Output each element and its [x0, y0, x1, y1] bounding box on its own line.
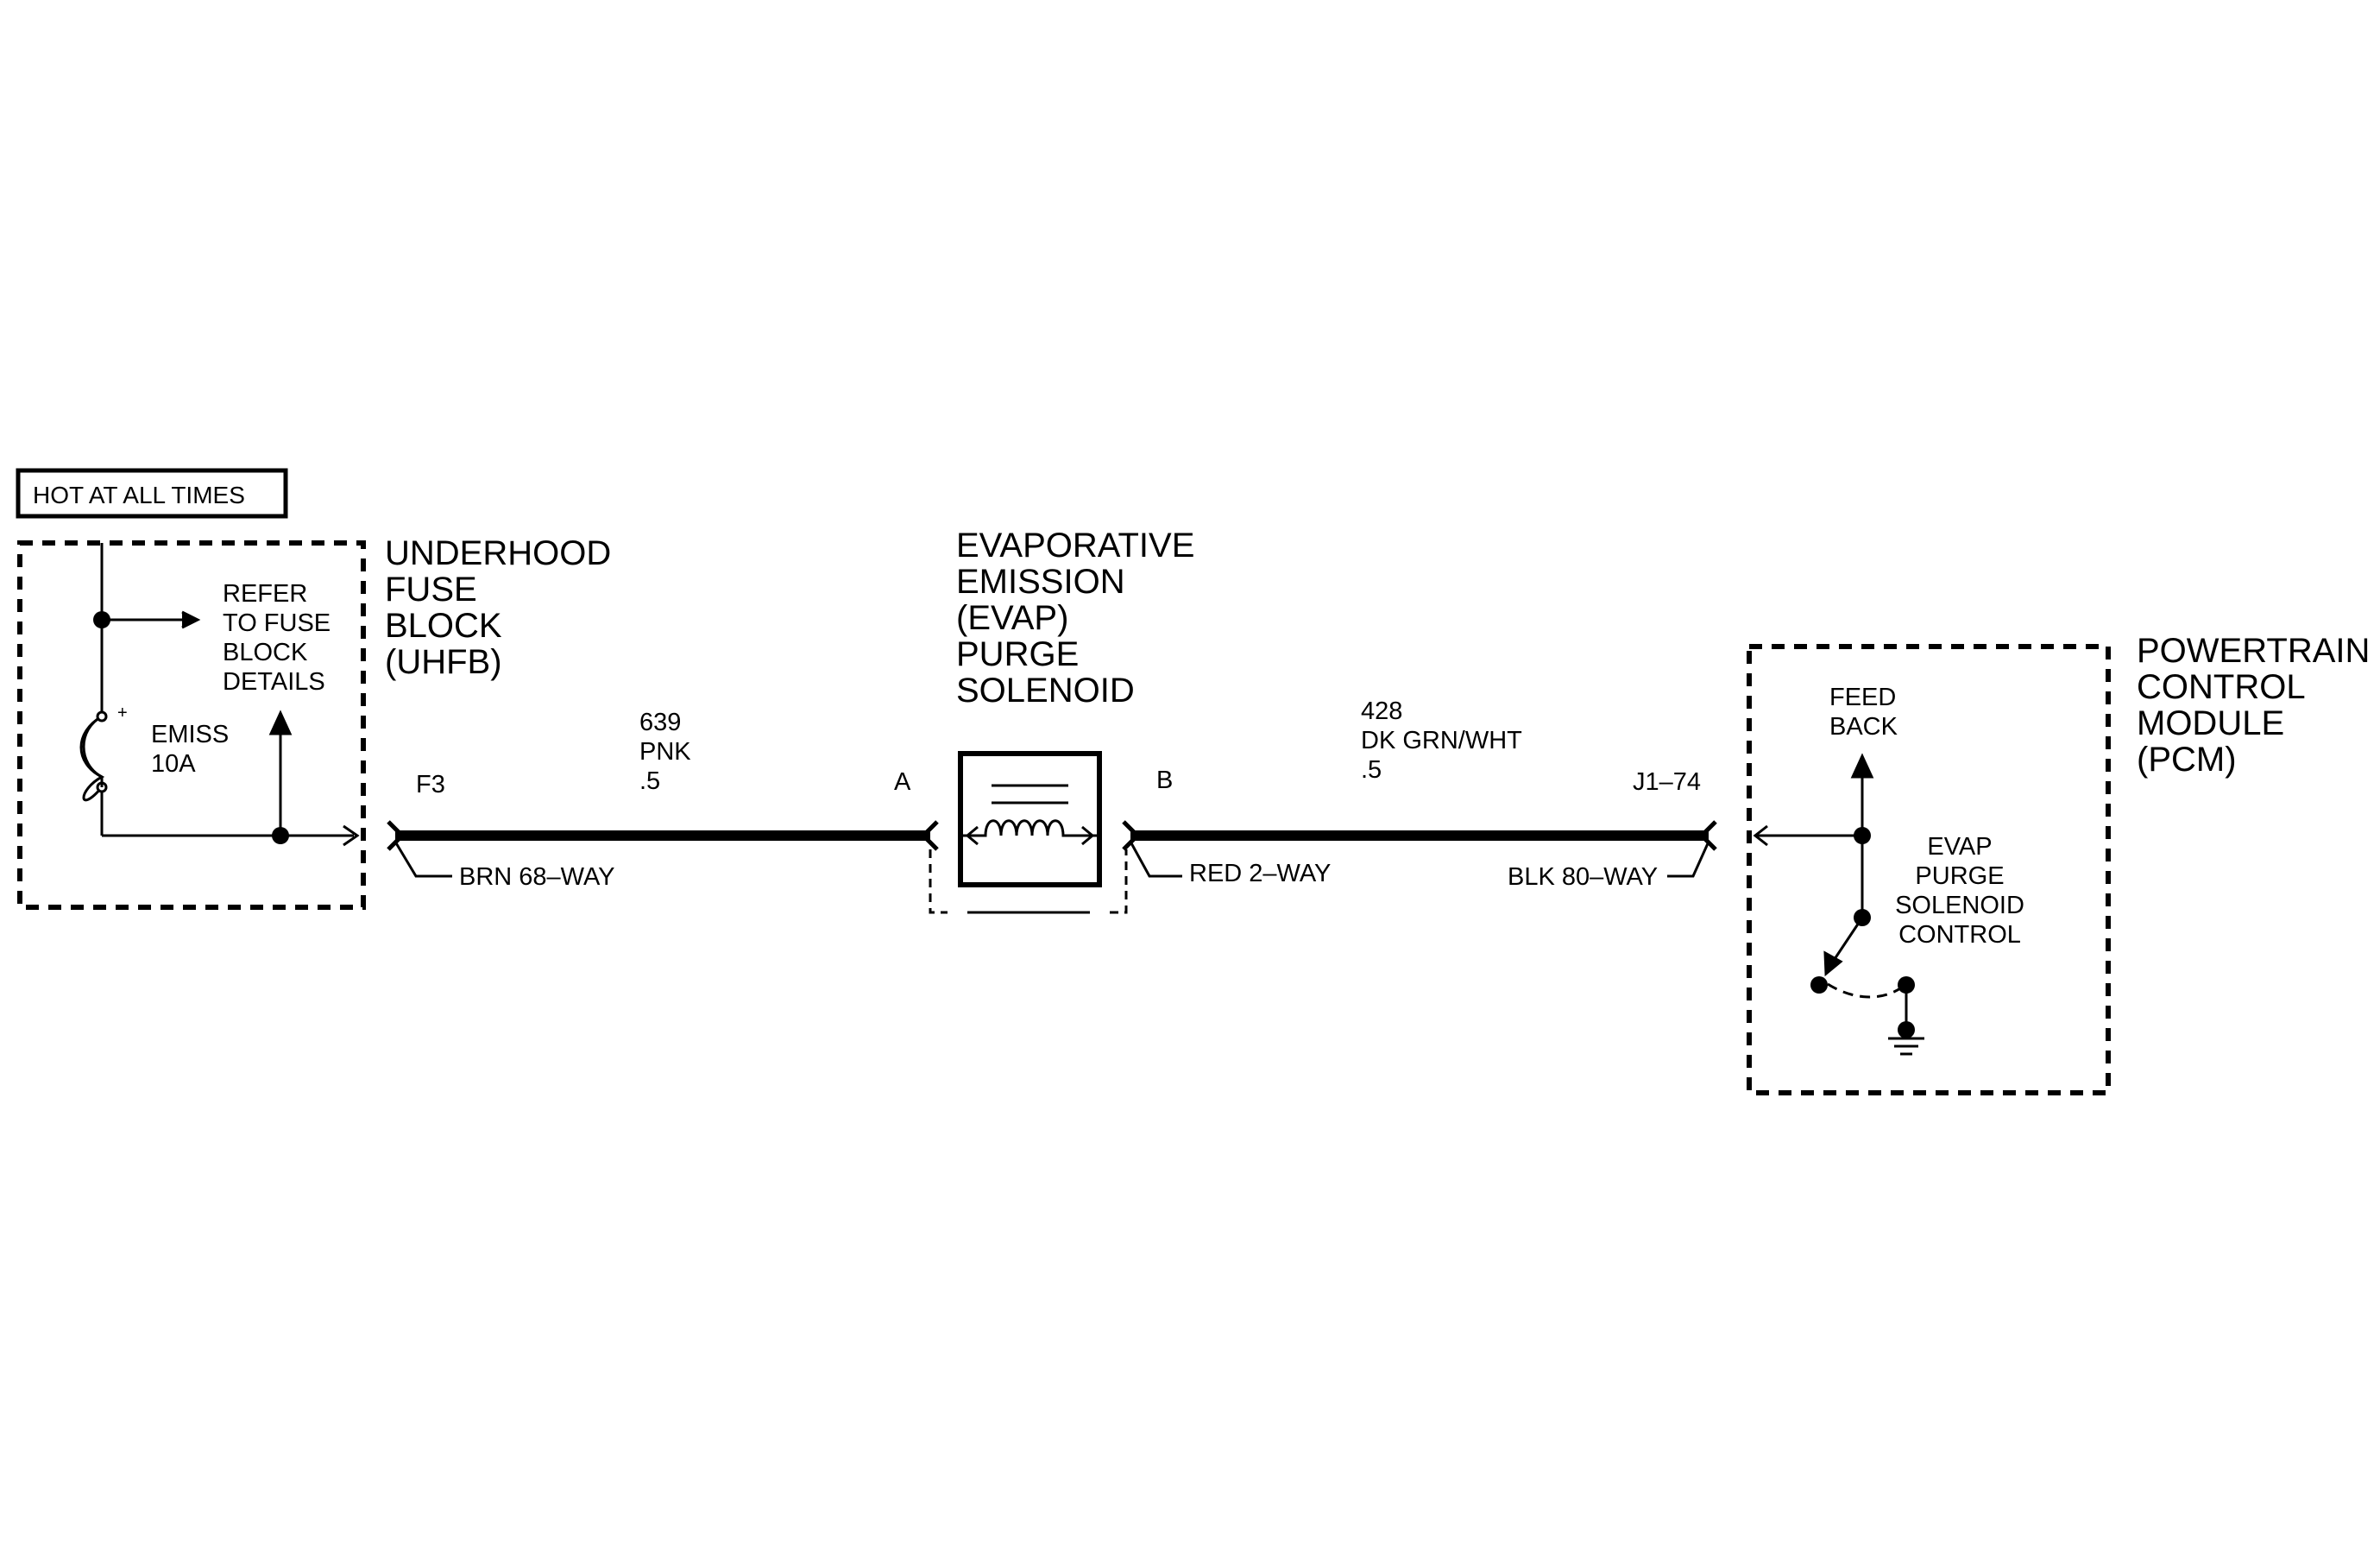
- uhfb-internal-circuit: [82, 543, 360, 847]
- hot-at-all-times-box: HOT AT ALL TIMES: [16, 468, 288, 519]
- fuse-polarity-label: +: [117, 704, 128, 723]
- pcm-switch-contact: [1810, 976, 1828, 994]
- pin-j1-74-label: J1–74: [1633, 768, 1701, 796]
- wire-428-dk-grn-wht: B J1–74 428 DK GRN/WHT .5 RED 2–WAY BLK …: [1122, 697, 1717, 891]
- uhfb-splice-bottom: [272, 827, 289, 844]
- pcm-control-label: EVAP PURGE SOLENOID CONTROL: [1895, 833, 2024, 949]
- feedback-line-2: BACK: [1829, 713, 1898, 741]
- uhfb-fuse-symbol: + EMISS 10A: [79, 704, 229, 793]
- wire-left-circuit-number: 639: [639, 709, 681, 736]
- pcm-switch-pivot: [1854, 909, 1871, 926]
- fuse-name-label: EMISS: [151, 721, 229, 748]
- connector-brn-68-way: BRN 68–WAY: [459, 863, 615, 891]
- refer-line-2: TO FUSE: [223, 609, 331, 637]
- uhfb-title: UNDERHOOD FUSE BLOCK (UHFB): [385, 534, 611, 681]
- feedback-line-1: FEED: [1829, 684, 1896, 711]
- pcm-title-line-4: (PCM): [2137, 741, 2237, 779]
- pcm-enclosure: [1747, 644, 2111, 1095]
- pcm-feedback-label: FEED BACK: [1829, 684, 1898, 741]
- pcm-title-line-1: POWERTRAIN: [2137, 632, 2370, 670]
- wire-639-pnk: F3 A 639 PNK .5 BRN 68–WAY: [387, 709, 939, 891]
- connector-red-2-way: RED 2–WAY: [1189, 860, 1331, 887]
- wire-left-color: PNK: [639, 738, 691, 766]
- control-line-4: CONTROL: [1898, 921, 2021, 949]
- uhfb-splice-top: [93, 611, 110, 628]
- uhfb-title-line-2: FUSE: [385, 571, 477, 609]
- connector-blk-80-way: BLK 80–WAY: [1508, 863, 1658, 891]
- pin-a-label: A: [894, 768, 911, 796]
- refer-line-1: REFER: [223, 580, 307, 608]
- pcm-ground-contact-top: [1898, 976, 1915, 994]
- wire-right-gauge: .5: [1361, 756, 1382, 784]
- fuse-rating-label: 10A: [151, 750, 196, 778]
- refer-line-4: DETAILS: [223, 668, 325, 696]
- pcm-title-line-3: MODULE: [2137, 704, 2284, 742]
- pin-f3-label: F3: [416, 771, 445, 798]
- hot-at-all-times-label: HOT AT ALL TIMES: [33, 482, 245, 508]
- wire-left-gauge: .5: [639, 767, 660, 795]
- control-line-1: EVAP: [1927, 833, 1992, 861]
- control-line-3: SOLENOID: [1895, 892, 2024, 919]
- pcm-ground-contact-bottom: [1898, 1021, 1915, 1038]
- refer-line-3: BLOCK: [223, 639, 308, 666]
- uhfb-title-line-1: UNDERHOOD: [385, 534, 611, 572]
- solenoid-title: EVAPORATIVE EMISSION (EVAP) PURGE SOLENO…: [956, 527, 1194, 710]
- uhfb-title-line-3: BLOCK: [385, 607, 502, 645]
- solenoid-title-line-4: PURGE: [956, 635, 1079, 673]
- uhfb-title-line-4: (UHFB): [385, 643, 502, 681]
- pcm-splice-feedback: [1854, 827, 1871, 844]
- wire-right-circuit-number: 428: [1361, 697, 1402, 725]
- control-line-2: PURGE: [1915, 862, 2004, 890]
- refer-to-fuse-block-details: REFER TO FUSE BLOCK DETAILS: [223, 580, 331, 696]
- pcm-internal-circuit: [1753, 753, 1924, 1056]
- evap-purge-solenoid: [929, 751, 1128, 914]
- pcm-title: POWERTRAIN CONTROL MODULE (PCM): [2137, 632, 2370, 779]
- uhfb-enclosure: [17, 540, 366, 910]
- pcm-title-line-2: CONTROL: [2137, 668, 2306, 706]
- solenoid-title-line-5: SOLENOID: [956, 672, 1135, 710]
- solenoid-title-line-1: EVAPORATIVE: [956, 527, 1194, 565]
- wire-right-color: DK GRN/WHT: [1361, 727, 1522, 754]
- pin-b-label: B: [1156, 767, 1173, 794]
- solenoid-title-line-2: EMISSION: [956, 563, 1125, 601]
- solenoid-title-line-3: (EVAP): [956, 599, 1068, 637]
